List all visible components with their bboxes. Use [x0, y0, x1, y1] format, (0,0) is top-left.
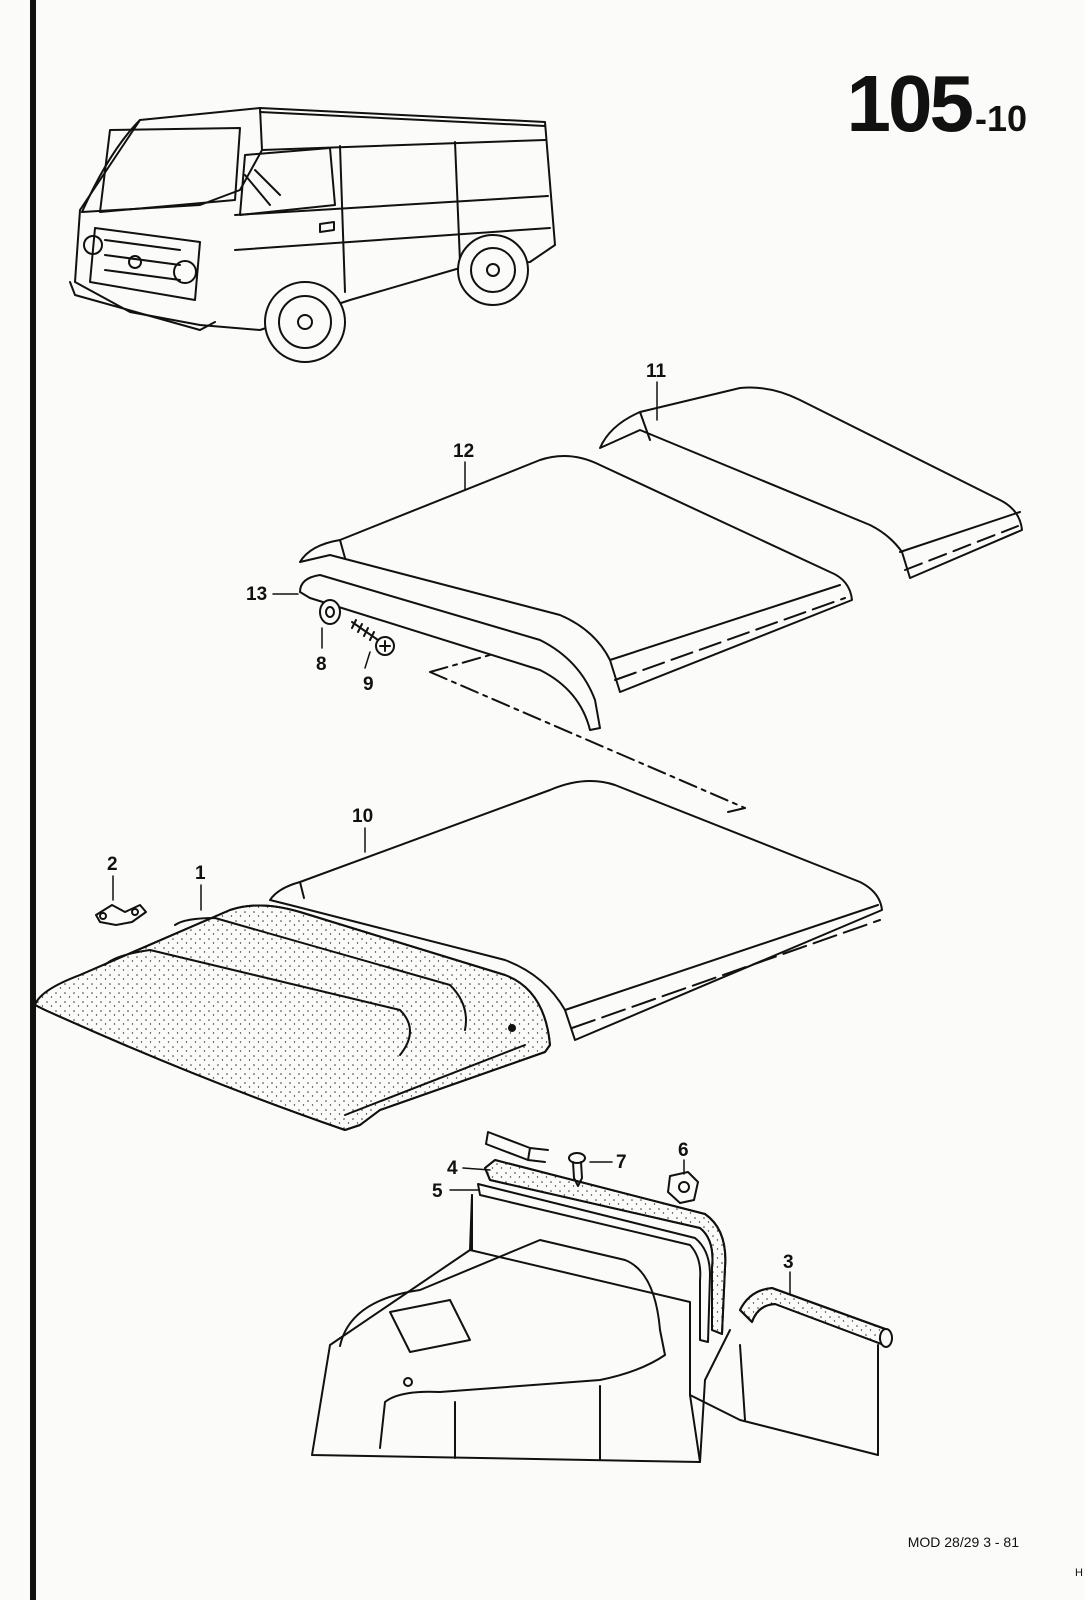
part-2-clip	[95, 904, 147, 926]
page-number-main: 105	[846, 59, 973, 148]
part-10-roof-panel	[269, 780, 883, 1041]
callout-2: 2	[107, 854, 118, 875]
callout-10: 10	[352, 806, 373, 827]
callout-7: 7	[616, 1152, 627, 1173]
callout-4: 4	[447, 1158, 458, 1179]
callout-8: 8	[316, 654, 327, 675]
callout-9: 9	[363, 674, 374, 695]
part-6-clip	[667, 1171, 699, 1204]
body-inner-section	[311, 1194, 879, 1463]
callout-labels: 11 12 13 8 9 10 1 2 4 5 7 6 3	[107, 361, 794, 1273]
cable-fragment	[485, 1131, 549, 1163]
callout-leaders	[112, 381, 791, 1295]
callout-6: 6	[678, 1140, 689, 1161]
part-8-clip	[319, 599, 341, 625]
part-7-screw	[568, 1152, 586, 1187]
callout-13: 13	[246, 584, 267, 605]
part-3-edge-strip	[739, 1287, 893, 1348]
part-12-middle-roof-panel	[299, 455, 853, 813]
callout-12: 12	[453, 441, 474, 462]
part-1-front-roof-lining	[34, 904, 551, 1131]
footer-model-code: MOD 28/29 3 - 81	[907, 1534, 1019, 1550]
part-4-seal-strip	[484, 1159, 727, 1335]
corner-mark: H	[1075, 1567, 1083, 1579]
page-number-sub: -10	[974, 98, 1027, 139]
van-overview-illustration	[69, 107, 556, 363]
callout-3: 3	[783, 1252, 794, 1273]
callout-11: 11	[646, 361, 667, 382]
part-11-rear-roof-panel	[599, 386, 1023, 579]
callout-1: 1	[195, 863, 206, 884]
part-5-seal-strip	[477, 1183, 711, 1343]
part-9-screw	[351, 619, 395, 656]
page-number: 105-10	[846, 58, 1027, 150]
binding-rule	[30, 0, 36, 1600]
callout-5: 5	[432, 1181, 443, 1202]
